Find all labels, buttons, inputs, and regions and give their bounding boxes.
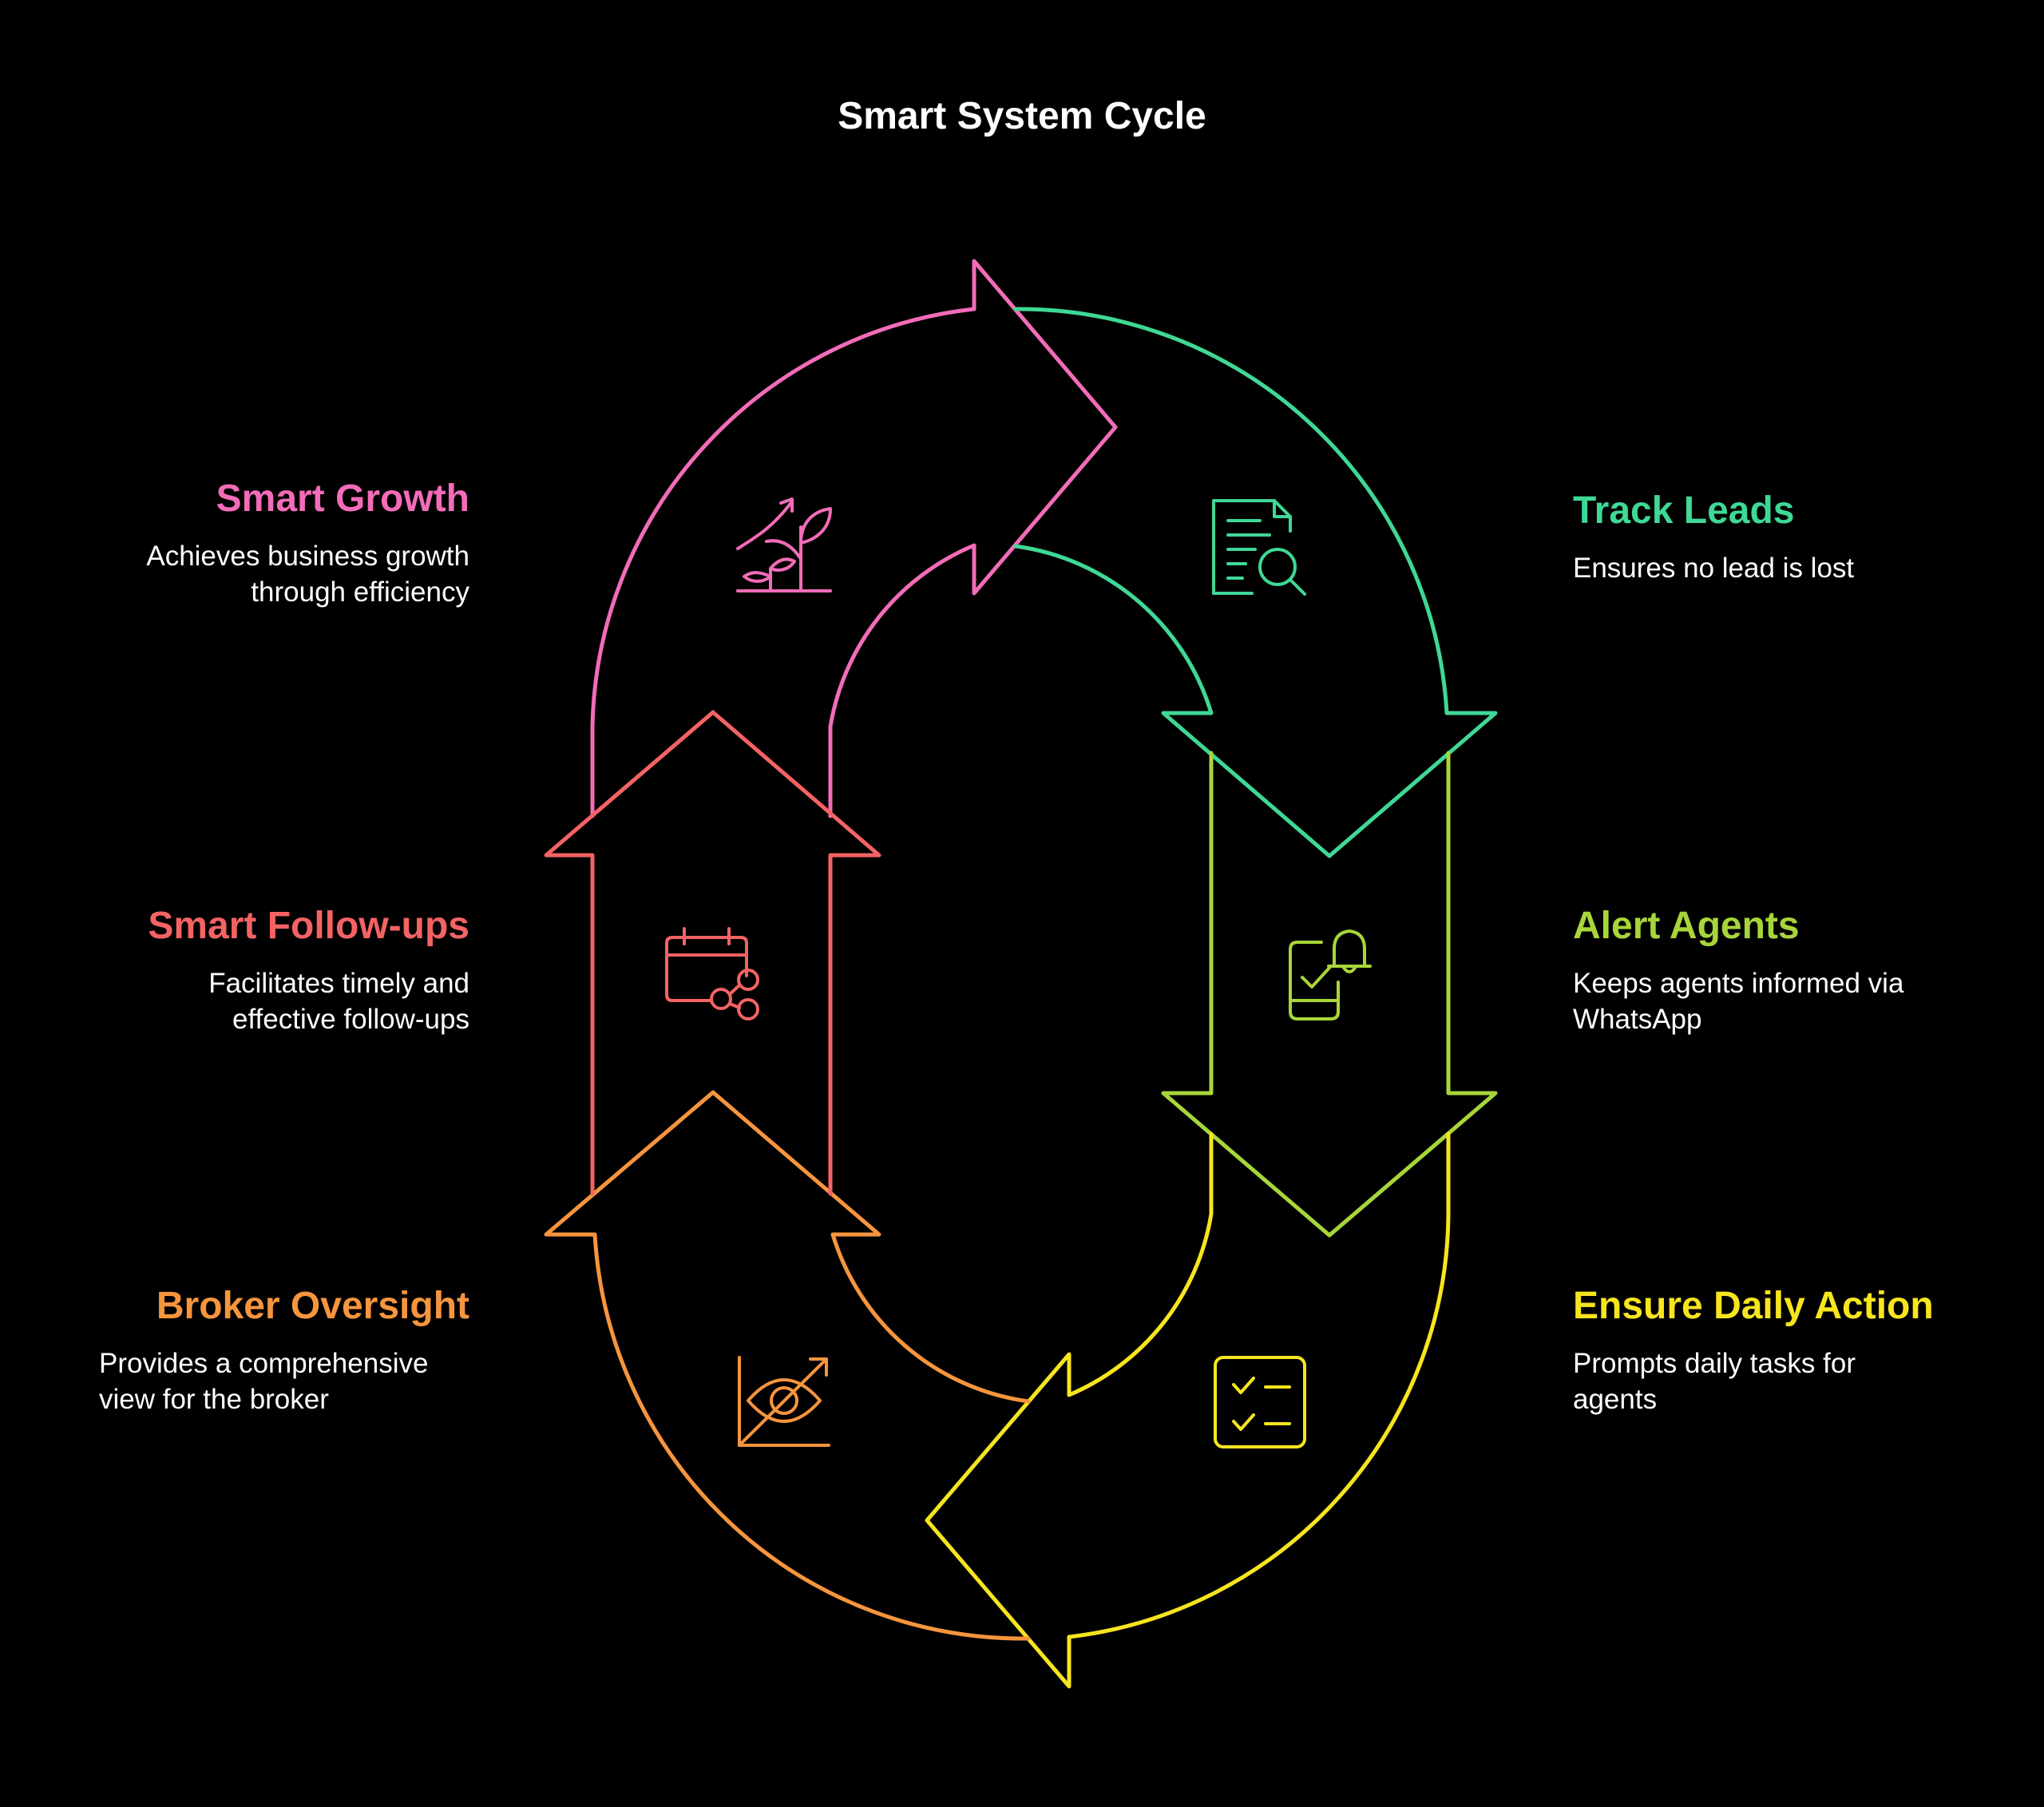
growth-plant-icon [736, 497, 832, 592]
step-title: Broker Oversight [156, 1285, 469, 1327]
step-title: Track Leads [1573, 489, 1795, 532]
cycle-segment-ensure-daily-action [925, 1131, 1451, 1689]
step-track-leads: Track Leads Ensures no lead is lost [1573, 488, 1988, 586]
cycle-segment-track-leads [1013, 307, 1498, 858]
cycle-segment-smart-follow-ups [544, 710, 881, 1196]
step-broker-oversight: Broker Oversight Provides a comprehensiv… [54, 1283, 469, 1417]
step-title: Alert Agents [1573, 905, 1800, 947]
document-search-icon [1212, 499, 1306, 596]
step-smart-follow-ups: Smart Follow-ups Facilitates timely and … [54, 903, 469, 1037]
step-description: Provides a comprehensive view for the br… [99, 1347, 429, 1415]
step-title: Ensure Daily Action [1573, 1285, 1934, 1327]
diagram-title: Smart System Cycle [838, 95, 1206, 137]
cycle-segment-broker-oversight [544, 1090, 1031, 1641]
step-ensure-daily-action: Ensure Daily Action Prompts daily tasks … [1573, 1283, 1988, 1417]
step-smart-growth: Smart Growth Achieves business growth th… [54, 476, 469, 610]
step-alert-agents: Alert Agents Keeps agents informed via W… [1573, 903, 1988, 1037]
eye-chart-icon [738, 1356, 830, 1447]
step-description: Achieves business growth through efficie… [146, 540, 469, 608]
cycle-segment-alert-agents [1161, 751, 1498, 1238]
checklist-icon [1214, 1356, 1306, 1448]
step-description: Prompts daily tasks for agents [1573, 1347, 1856, 1415]
step-description: Ensures no lead is lost [1573, 552, 1855, 584]
step-description: Facilitates timely and effective follow-… [208, 967, 469, 1035]
cycle-segment-smart-growth [590, 259, 1118, 818]
calendar-share-icon [665, 927, 759, 1020]
step-title: Smart Follow-ups [148, 905, 469, 947]
step-description: Keeps agents informed via WhatsApp [1573, 967, 1904, 1035]
phone-bell-icon [1289, 929, 1372, 1020]
step-title: Smart Growth [216, 478, 469, 520]
